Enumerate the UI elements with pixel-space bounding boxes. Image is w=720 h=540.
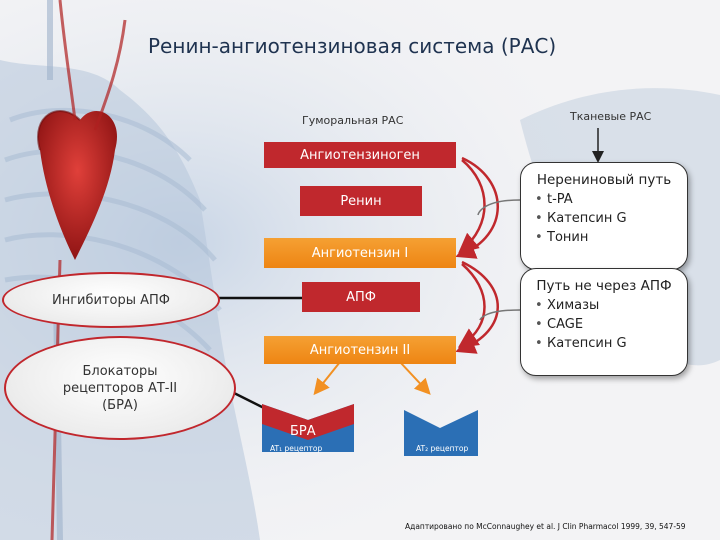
red-curve-inner <box>458 159 486 254</box>
at2-receptor-shape <box>404 410 478 456</box>
arb-label-line1: Блокаторы <box>82 363 158 379</box>
nonrenin-path-box: Нерениновый путь t-PA Катепсин G Тонин <box>520 162 688 270</box>
page-title: Ренин-ангиотензиновая система (РАС) <box>148 34 557 58</box>
gray-bracket-lower <box>479 309 521 321</box>
citation-credit: Адаптировано по McConnaughey et al. J Cl… <box>405 522 686 531</box>
nonrenin-item: Тонин <box>535 228 687 247</box>
red-curve-lower-inner <box>457 263 486 348</box>
arb-label-line3: (БРА) <box>102 397 138 413</box>
bra-label: БРА <box>290 424 316 439</box>
humoral-ras-label: Гуморальная РАС <box>302 114 404 127</box>
nonrenin-item: Катепсин G <box>535 209 687 228</box>
red-curve-lower-outer <box>455 260 499 354</box>
renin-box: Ренин <box>300 186 422 216</box>
ace-box: АПФ <box>302 282 420 312</box>
nonrenin-item: t-PA <box>535 190 687 209</box>
ace-inhibitors-ellipse: Ингибиторы АПФ <box>2 272 220 328</box>
bra-blocker-shape <box>262 404 354 440</box>
gray-bracket-upper <box>477 199 521 216</box>
red-curve-outer <box>455 156 499 259</box>
at2-arrow <box>399 361 431 395</box>
arb-ellipse: Блокаторы рецепторов АТ-II (БРА) <box>4 336 236 440</box>
nonace-path-title: Путь не через АПФ <box>536 278 672 294</box>
at1-receptor-label: AT₁ рецептор <box>270 444 323 453</box>
arb-label-line2: рецепторов АТ-II <box>62 380 178 396</box>
at2-receptor-label: AT₂ рецептор <box>416 444 469 453</box>
nonace-path-box: Путь не через АПФ Химазы CAGE Катепсин G <box>520 268 688 376</box>
tissue-ras-label: Тканевые РАС <box>570 110 652 123</box>
nonace-item: Химазы <box>535 296 687 315</box>
nonace-item: CAGE <box>535 315 687 334</box>
ace-inhibitors-label: Ингибиторы АПФ <box>51 292 170 308</box>
angiotensin2-box: Ангиотензин II <box>264 336 456 364</box>
at1-arrow <box>313 361 341 396</box>
angiotensinogen-box: Ангиотензиноген <box>264 142 456 168</box>
nonace-item: Катепсин G <box>535 334 687 353</box>
angiotensin1-box: Ангиотензин I <box>264 238 456 268</box>
nonrenin-path-title: Нерениновый путь <box>536 172 672 188</box>
